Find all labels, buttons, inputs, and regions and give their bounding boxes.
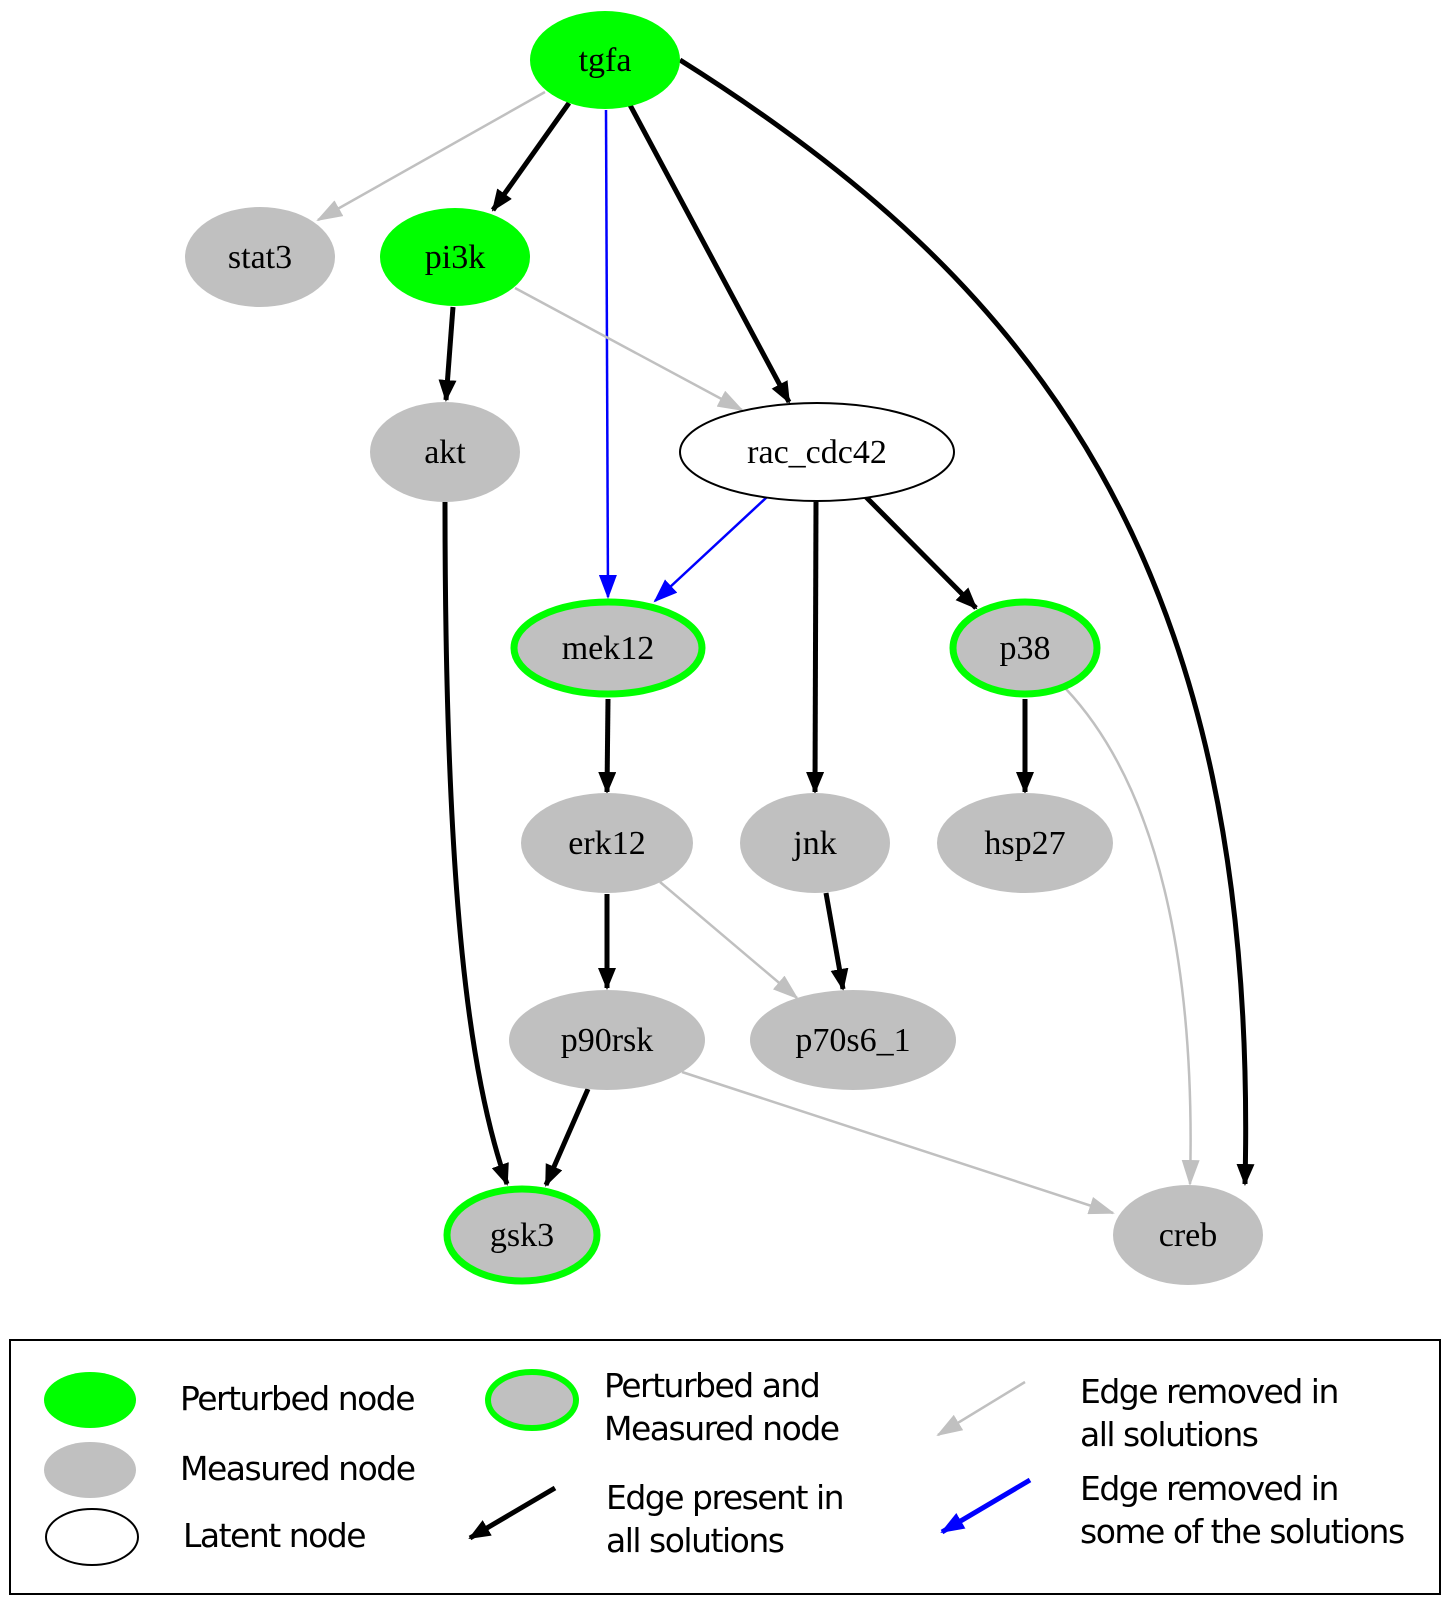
node-rac-cdc42-label: rac_cdc42 [747,434,887,471]
node-creb-label: creb [1159,1217,1218,1254]
edge-rac-cdc42-to-mek12 [653,496,768,603]
node-p38-label: p38 [1000,630,1051,667]
node-mek12-label: mek12 [562,630,655,667]
node-gsk3-label: gsk3 [490,1217,554,1254]
node-stat3-label: stat3 [228,239,292,276]
node-p90rsk-shape [509,990,705,1090]
nodes: tgfa stat3 pi3k akt rac_cdc42 mek12 p38 erk12 jn… [185,11,1263,1285]
edge-pi3k-to-rac-cdc42 [514,286,744,412]
node-p90rsk-label: p90rsk [561,1022,654,1059]
edge-erk12-to-p70s6-1 [659,881,799,1000]
node-pi3k-label: pi3k [425,239,485,276]
legend-box [9,1339,1441,1595]
legend-edge-removed-some-label-2: some of the solutions [1080,1512,1404,1551]
node-p90rsk: p90rsk [509,990,705,1090]
legend-edge-removed-all-label-2: all solutions [1080,1415,1258,1454]
edge-p90rsk-to-gsk3 [543,1087,591,1187]
node-tgfa-label: tgfa [579,42,632,79]
node-creb: creb [1113,1185,1263,1285]
legend-edge-present-label-1: Edge present in [606,1478,843,1517]
node-erk12-label: erk12 [568,825,645,862]
edge-mek12-to-erk12 [598,698,617,794]
node-hsp27: hsp27 [937,793,1113,893]
node-tgfa: tgfa [530,11,680,109]
legend-edge-removed-some-arrow [940,1477,1032,1535]
legend-edge-removed-some-label-1: Edge removed in [1080,1469,1338,1508]
node-p38: p38 [949,598,1101,698]
legend-latent-swatch [45,1508,139,1566]
legend-perturbed-swatch [44,1372,136,1428]
edge-akt-to-gsk3 [442,501,510,1186]
legend-edge-removed-all-arrow [936,1380,1026,1437]
legend-perturbed-measured-label-1: Perturbed and [604,1366,819,1405]
edge-tgfa-to-pi3k [490,101,572,212]
node-mek12: mek12 [510,598,706,698]
edges [316,57,1255,1215]
node-akt-shape [370,402,520,502]
node-rac-cdc42-shape [679,402,955,502]
node-p70s6-1: p70s6_1 [750,990,956,1090]
node-pi3k-shape [380,208,530,306]
legend-edge-present-label-2: all solutions [606,1521,784,1560]
edge-pi3k-to-akt [438,306,457,402]
legend-edge-present-arrow [468,1485,557,1541]
edge-tgfa-to-stat3 [316,90,546,222]
edge-tgfa-to-creb [678,57,1255,1186]
node-hsp27-label: hsp27 [984,825,1065,862]
legend-latent-label: Latent node [183,1516,365,1555]
node-pi3k: pi3k [380,208,530,306]
node-jnk-shape [740,793,890,893]
node-stat3: stat3 [185,207,335,307]
node-creb-shape [1113,1185,1263,1285]
node-p38-shape [949,598,1101,698]
edge-tgfa-to-rac-cdc42 [627,103,792,404]
node-rac-cdc42: rac_cdc42 [679,402,955,502]
edge-jnk-to-p70s6-1 [823,892,849,991]
node-akt-label: akt [424,434,466,471]
edge-p90rsk-to-creb [681,1070,1115,1215]
node-akt: akt [370,402,520,502]
legend-measured-label: Measured node [180,1449,415,1488]
edge-rac-cdc42-to-p38 [864,495,978,610]
edge-p38-to-creb [1065,688,1200,1186]
node-gsk3: gsk3 [443,1185,601,1285]
node-tgfa-shape [530,11,680,109]
node-gsk3-shape [443,1185,601,1285]
node-p70s6-1-shape [750,990,956,1090]
edge-rac-cdc42-to-jnk [806,501,825,794]
legend: Perturbed node Measured node Latent node… [9,1339,1441,1595]
legend-perturbed-measured-swatch [485,1369,579,1431]
node-jnk-label: jnk [792,825,836,862]
edge-tgfa-to-mek12 [598,109,617,599]
legend-edge-removed-all-label-1: Edge removed in [1080,1372,1338,1411]
node-erk12: erk12 [521,793,693,893]
node-erk12-shape [521,793,693,893]
node-hsp27-shape [937,793,1113,893]
legend-perturbed-label: Perturbed node [180,1379,414,1418]
node-p70s6-1-label: p70s6_1 [795,1022,910,1059]
legend-measured-swatch [44,1442,136,1498]
node-jnk: jnk [740,793,890,893]
legend-perturbed-measured-label-2: Measured node [604,1409,839,1448]
node-mek12-shape [510,598,706,698]
node-stat3-shape [185,207,335,307]
